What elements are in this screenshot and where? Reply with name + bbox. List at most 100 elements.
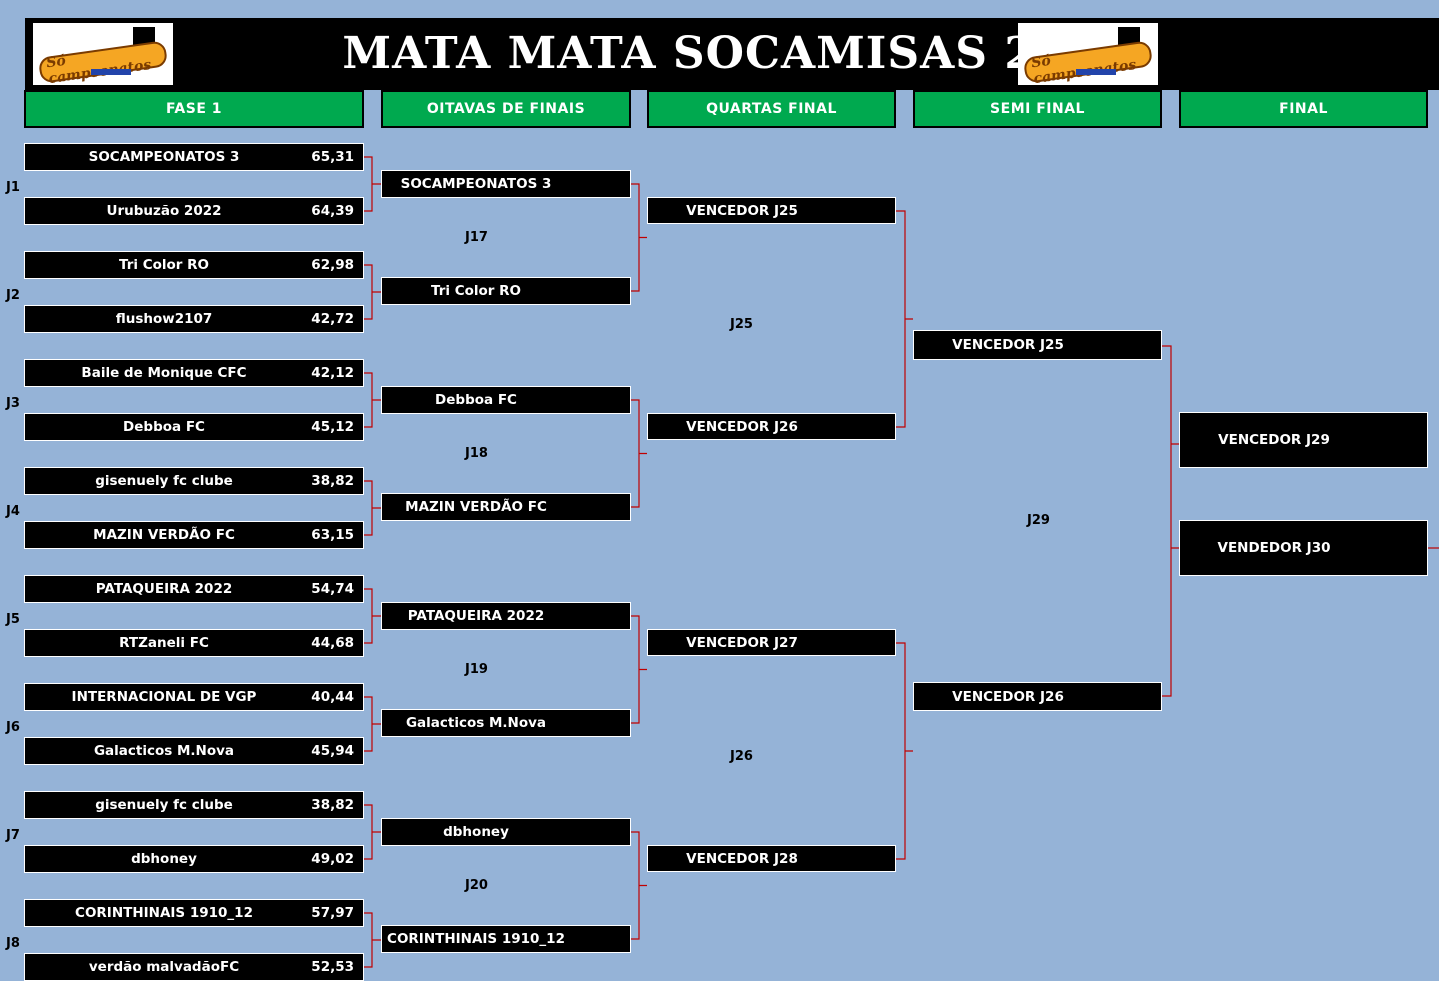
team-name: VENCEDOR J25 bbox=[686, 202, 798, 219]
team-name: SOCAMPEONATOS 3 bbox=[88, 149, 240, 165]
semi-team-bottom: VENCEDOR J26 bbox=[913, 682, 1162, 711]
team-name: Debboa FC bbox=[435, 392, 517, 408]
final-team-top: VENCEDOR J29 bbox=[1179, 412, 1428, 468]
match-label: J2 bbox=[6, 288, 20, 303]
team-score: 52,53 bbox=[311, 959, 354, 975]
team-score: 63,15 bbox=[311, 527, 354, 543]
fase1-team-top: INTERNACIONAL DE VGP 40,44 bbox=[24, 683, 364, 711]
team-score: 44,68 bbox=[311, 635, 354, 651]
connector-line bbox=[364, 696, 381, 752]
column-header-semi: SEMI FINAL bbox=[913, 90, 1162, 128]
match-label: J1 bbox=[6, 180, 20, 195]
logo-right: Só campeonatos bbox=[1018, 23, 1158, 85]
oitavas-team-bottom: MAZIN VERDÃO FC bbox=[381, 493, 631, 521]
oitavas-team-top: SOCAMPEONATOS 3 bbox=[381, 170, 631, 198]
team-name: gisenuely fc clube bbox=[95, 473, 233, 489]
team-score: 54,74 bbox=[311, 581, 354, 597]
connector-line bbox=[631, 615, 647, 724]
match-label: J7 bbox=[6, 828, 20, 843]
logo-left: Só campeonatos bbox=[33, 23, 173, 85]
connector-line bbox=[364, 480, 381, 536]
team-name: Tri Color RO bbox=[118, 257, 210, 273]
fase1-team-bottom: Urubuzão 2022 64,39 bbox=[24, 197, 364, 225]
fase1-team-bottom: dbhoney 49,02 bbox=[24, 845, 364, 873]
team-name: VENDEDOR J30 bbox=[1217, 540, 1331, 556]
team-name: INTERNACIONAL DE VGP bbox=[71, 689, 257, 705]
fase1-team-top: PATAQUEIRA 2022 54,74 bbox=[24, 575, 364, 603]
match-label: J18 bbox=[465, 446, 488, 461]
connector-line bbox=[631, 831, 647, 940]
fase1-team-top: SOCAMPEONATOS 3 65,31 bbox=[24, 143, 364, 171]
team-name: gisenuely fc clube bbox=[95, 797, 233, 813]
team-name: RTZaneli FC bbox=[119, 635, 209, 651]
team-name: PATAQUEIRA 2022 bbox=[95, 581, 233, 597]
team-name: MAZIN VERDÃO FC bbox=[93, 527, 235, 543]
column-header-fase1: FASE 1 bbox=[24, 90, 364, 128]
team-score: 57,97 bbox=[311, 905, 354, 921]
team-name: flushow2107 bbox=[115, 311, 213, 327]
connector-line bbox=[364, 588, 381, 644]
team-name: VENCEDOR J26 bbox=[952, 688, 1064, 705]
semi-team-top: VENCEDOR J25 bbox=[913, 330, 1162, 360]
match-label: J19 bbox=[465, 662, 488, 677]
connector-line bbox=[364, 804, 381, 860]
fase1-team-bottom: RTZaneli FC 44,68 bbox=[24, 629, 364, 657]
team-score: 64,39 bbox=[311, 203, 354, 219]
team-name: Urubuzão 2022 bbox=[106, 203, 222, 219]
column-header-quartas: QUARTAS FINAL bbox=[647, 90, 896, 128]
team-score: 42,12 bbox=[311, 365, 354, 381]
match-label: J20 bbox=[465, 878, 488, 893]
team-name: VENCEDOR J26 bbox=[686, 418, 798, 435]
column-header-final: FINAL bbox=[1179, 90, 1428, 128]
connector-line bbox=[631, 399, 647, 508]
quartas-team-bottom: VENCEDOR J28 bbox=[647, 845, 896, 872]
team-score: 45,12 bbox=[311, 419, 354, 435]
team-name: MAZIN VERDÃO FC bbox=[405, 499, 547, 515]
team-score: 49,02 bbox=[311, 851, 354, 867]
fase1-team-bottom: flushow2107 42,72 bbox=[24, 305, 364, 333]
fase1-team-top: CORINTHINAIS 1910_12 57,97 bbox=[24, 899, 364, 927]
page-title: MATA MATA SOCAMISAS 24 bbox=[342, 28, 1068, 79]
title-bar: Só campeonatos MATA MATA SOCAMISAS 24 Só… bbox=[25, 18, 1439, 90]
final-team-bottom: VENDEDOR J30 bbox=[1179, 520, 1428, 576]
connector-line bbox=[896, 210, 913, 428]
team-name: VENCEDOR J28 bbox=[686, 850, 798, 867]
match-label: J6 bbox=[6, 720, 20, 735]
match-label: J17 bbox=[465, 230, 488, 245]
team-name: Galacticos M.Nova bbox=[93, 743, 235, 759]
team-name: Baile de Monique CFC bbox=[81, 365, 247, 381]
match-label: J26 bbox=[730, 749, 753, 764]
fase1-team-bottom: MAZIN VERDÃO FC 63,15 bbox=[24, 521, 364, 549]
team-name: dbhoney bbox=[443, 824, 509, 840]
team-name: dbhoney bbox=[131, 851, 197, 867]
team-score: 38,82 bbox=[311, 473, 354, 489]
oitavas-team-bottom: CORINTHINAIS 1910_12 bbox=[381, 925, 631, 953]
match-label: J25 bbox=[730, 317, 753, 332]
fase1-team-top: Tri Color RO 62,98 bbox=[24, 251, 364, 279]
connector-line bbox=[364, 156, 381, 212]
team-name: PATAQUEIRA 2022 bbox=[407, 608, 545, 624]
team-score: 65,31 bbox=[311, 149, 354, 165]
match-label: J4 bbox=[6, 504, 20, 519]
team-name: VENCEDOR J27 bbox=[686, 634, 798, 651]
team-name: Galacticos M.Nova bbox=[405, 715, 547, 731]
team-name: Tri Color RO bbox=[430, 283, 522, 299]
connector-line bbox=[364, 912, 381, 968]
team-score: 62,98 bbox=[311, 257, 354, 273]
connector-line bbox=[364, 372, 381, 428]
match-label: J5 bbox=[6, 612, 20, 627]
quartas-team-top: VENCEDOR J25 bbox=[647, 197, 896, 224]
team-score: 40,44 bbox=[311, 689, 354, 705]
team-score: 42,72 bbox=[311, 311, 354, 327]
oitavas-team-bottom: Tri Color RO bbox=[381, 277, 631, 305]
oitavas-team-top: dbhoney bbox=[381, 818, 631, 846]
team-name: CORINTHINAIS 1910_12 bbox=[75, 905, 253, 921]
connector-line bbox=[631, 183, 647, 292]
connector-line bbox=[896, 642, 913, 860]
quartas-team-top: VENCEDOR J27 bbox=[647, 629, 896, 656]
